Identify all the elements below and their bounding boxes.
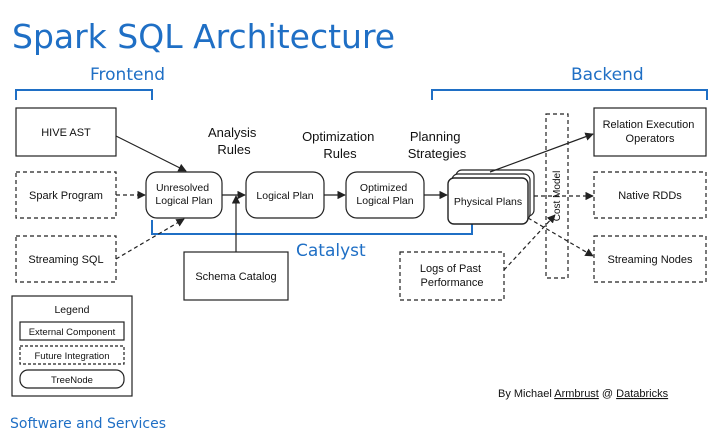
legend-future-text: Future Integration — [35, 351, 110, 362]
planning-strategies-label: Planning Strategies — [408, 129, 467, 161]
backend-bracket — [431, 89, 708, 100]
arrow-logs-to-cost-model — [503, 214, 556, 271]
schema-catalog-text: Schema Catalog — [195, 271, 276, 283]
unresolved-logical-plan-text: Unresolved Logical Plan — [155, 182, 212, 207]
legend-treenode-swatch — [19, 369, 125, 389]
legend-future-swatch — [19, 345, 125, 365]
native-rdds-box — [593, 171, 707, 219]
legend-external-text: External Component — [29, 327, 116, 338]
slide-title: Spark SQL Architecture — [12, 17, 395, 56]
hive-ast-text: HIVE AST — [41, 127, 91, 139]
hive-ast-box — [15, 107, 117, 157]
streaming-sql-text: Streaming SQL — [28, 254, 103, 266]
legend-external-swatch — [19, 321, 125, 341]
physical-plans-text: Physical Plans — [454, 196, 522, 208]
catalyst-label: Catalyst — [296, 241, 366, 261]
relation-execution-text: Relation Execution Operators — [603, 119, 698, 145]
relation-execution-box — [593, 107, 707, 157]
catalyst-bracket — [151, 220, 473, 235]
spark-program-box — [15, 171, 117, 219]
logical-plan-text: Logical Plan — [256, 190, 313, 202]
logs-past-performance-box — [399, 251, 505, 301]
arrow-physical-to-streaming — [527, 217, 594, 257]
credit-line: By Michael Armbrust @ Databricks — [498, 388, 669, 400]
credit-company: Databricks — [616, 388, 668, 400]
credit-author: Armbrust — [554, 388, 599, 400]
streaming-sql-box — [15, 235, 117, 283]
native-rdds-text: Native RDDs — [618, 190, 682, 202]
optimization-rules-label: Optimization Rules — [302, 129, 378, 161]
frontend-label: Frontend — [90, 65, 165, 85]
logs-past-performance-text: Logs of Past Performance — [420, 263, 484, 289]
arrow-hive-to-unresolved — [115, 135, 187, 172]
legend-title: Legend — [54, 304, 89, 316]
analysis-rules-label: Analysis Rules — [208, 125, 260, 157]
spark-program-text: Spark Program — [29, 190, 103, 202]
streaming-nodes-box — [593, 235, 707, 283]
streaming-nodes-text: Streaming Nodes — [608, 254, 693, 266]
arrow-streaming-to-unresolved — [115, 218, 185, 260]
physical-plans-box — [447, 177, 529, 225]
backend-label: Backend — [571, 65, 644, 85]
footer-text: Software and Services — [10, 416, 166, 432]
arrow-physical-to-relation — [489, 132, 594, 173]
frontend-bracket — [15, 89, 153, 100]
legend-treenode-text: TreeNode — [51, 375, 93, 386]
optimized-logical-plan-text: Optimized Logical Plan — [356, 182, 413, 207]
